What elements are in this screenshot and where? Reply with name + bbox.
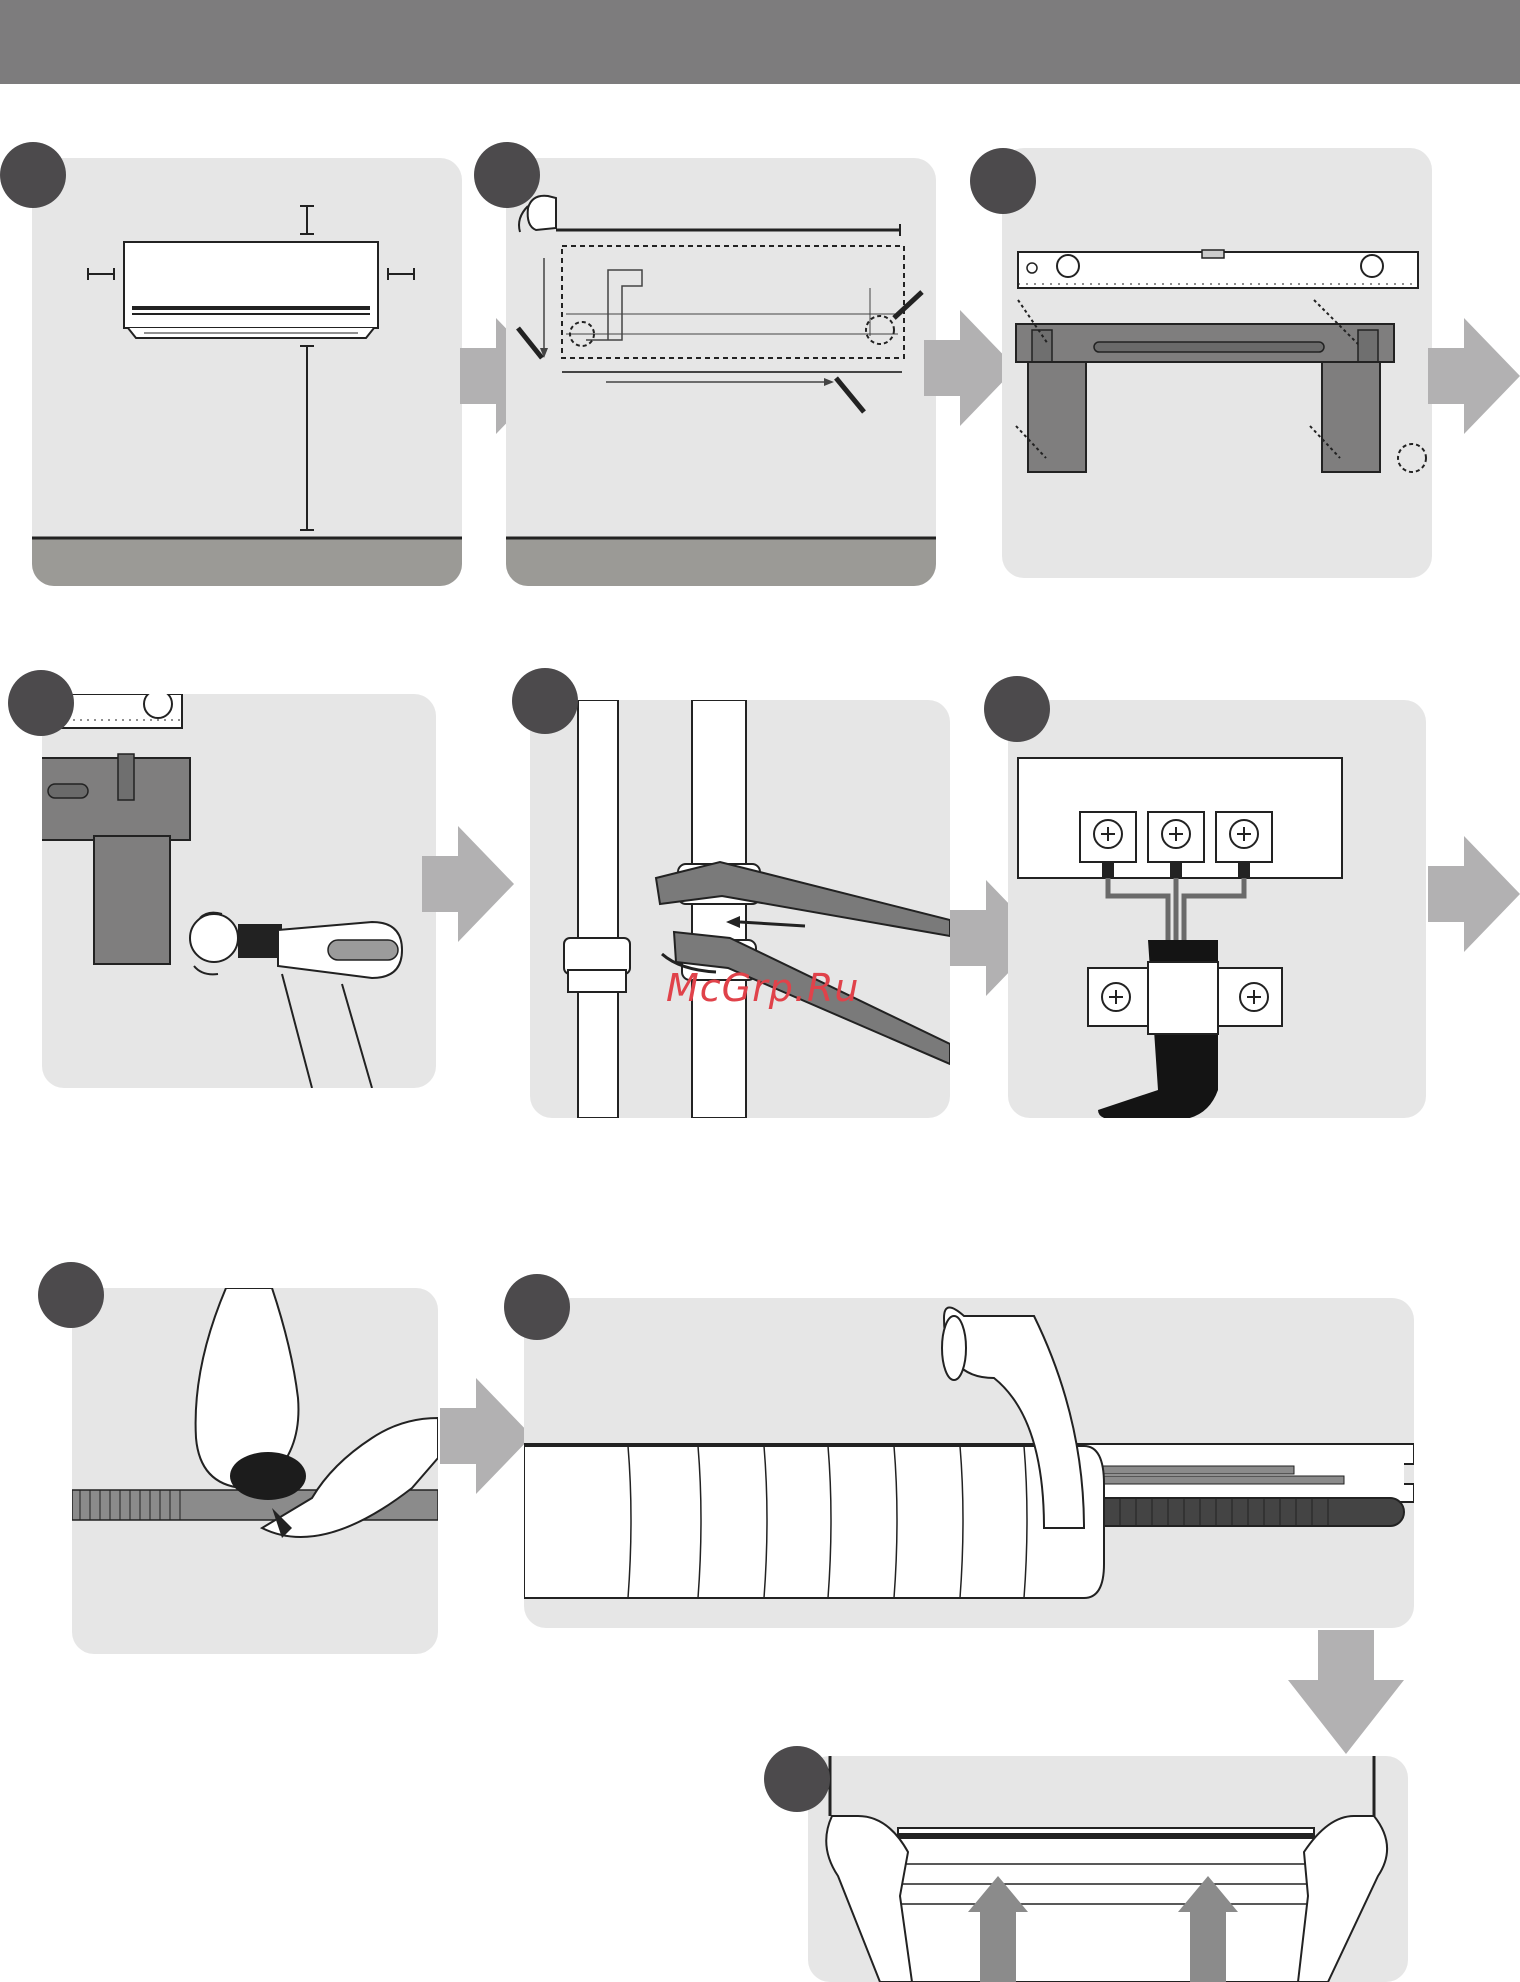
mounting-plate-marking-diagram xyxy=(506,158,936,586)
step-4-panel xyxy=(42,694,436,1088)
level-and-mounting-plate-diagram xyxy=(1002,148,1432,578)
next-arrow-icon xyxy=(1428,318,1520,434)
step-9-badge xyxy=(764,1746,830,1812)
step-5-badge xyxy=(512,668,578,734)
step-3-badge xyxy=(970,148,1036,214)
step-2-panel xyxy=(506,158,936,586)
pipe-wrapping-tape-diagram xyxy=(524,1298,1414,1628)
step-8-panel xyxy=(524,1298,1414,1628)
step-6-panel xyxy=(1008,700,1426,1118)
drain-hose-insulation-diagram xyxy=(72,1288,438,1654)
step-1-badge xyxy=(0,142,66,208)
step-8-badge xyxy=(504,1274,570,1340)
drilling-screws-diagram xyxy=(42,694,436,1088)
step-3-panel xyxy=(1002,148,1432,578)
step-2-badge xyxy=(474,142,540,208)
down-arrow-icon xyxy=(1288,1630,1404,1754)
step-5-panel xyxy=(530,700,950,1118)
step-7-badge xyxy=(38,1262,104,1328)
step-7-panel xyxy=(72,1288,438,1654)
step-6-badge xyxy=(984,676,1050,742)
header-bar xyxy=(0,0,1520,84)
step-9-panel xyxy=(808,1756,1408,1982)
next-arrow-icon xyxy=(422,826,514,942)
indoor-unit-clearance-diagram xyxy=(32,158,462,586)
pipe-wrench-connection-diagram xyxy=(530,700,950,1118)
next-arrow-icon xyxy=(440,1378,532,1494)
step-4-badge xyxy=(8,670,74,736)
terminal-block-wiring-diagram xyxy=(1008,700,1426,1118)
next-arrow-icon xyxy=(1428,836,1520,952)
step-1-panel xyxy=(32,158,462,586)
hanging-indoor-unit-diagram xyxy=(808,1756,1408,1982)
watermark: McGrp.Ru xyxy=(666,966,859,1010)
